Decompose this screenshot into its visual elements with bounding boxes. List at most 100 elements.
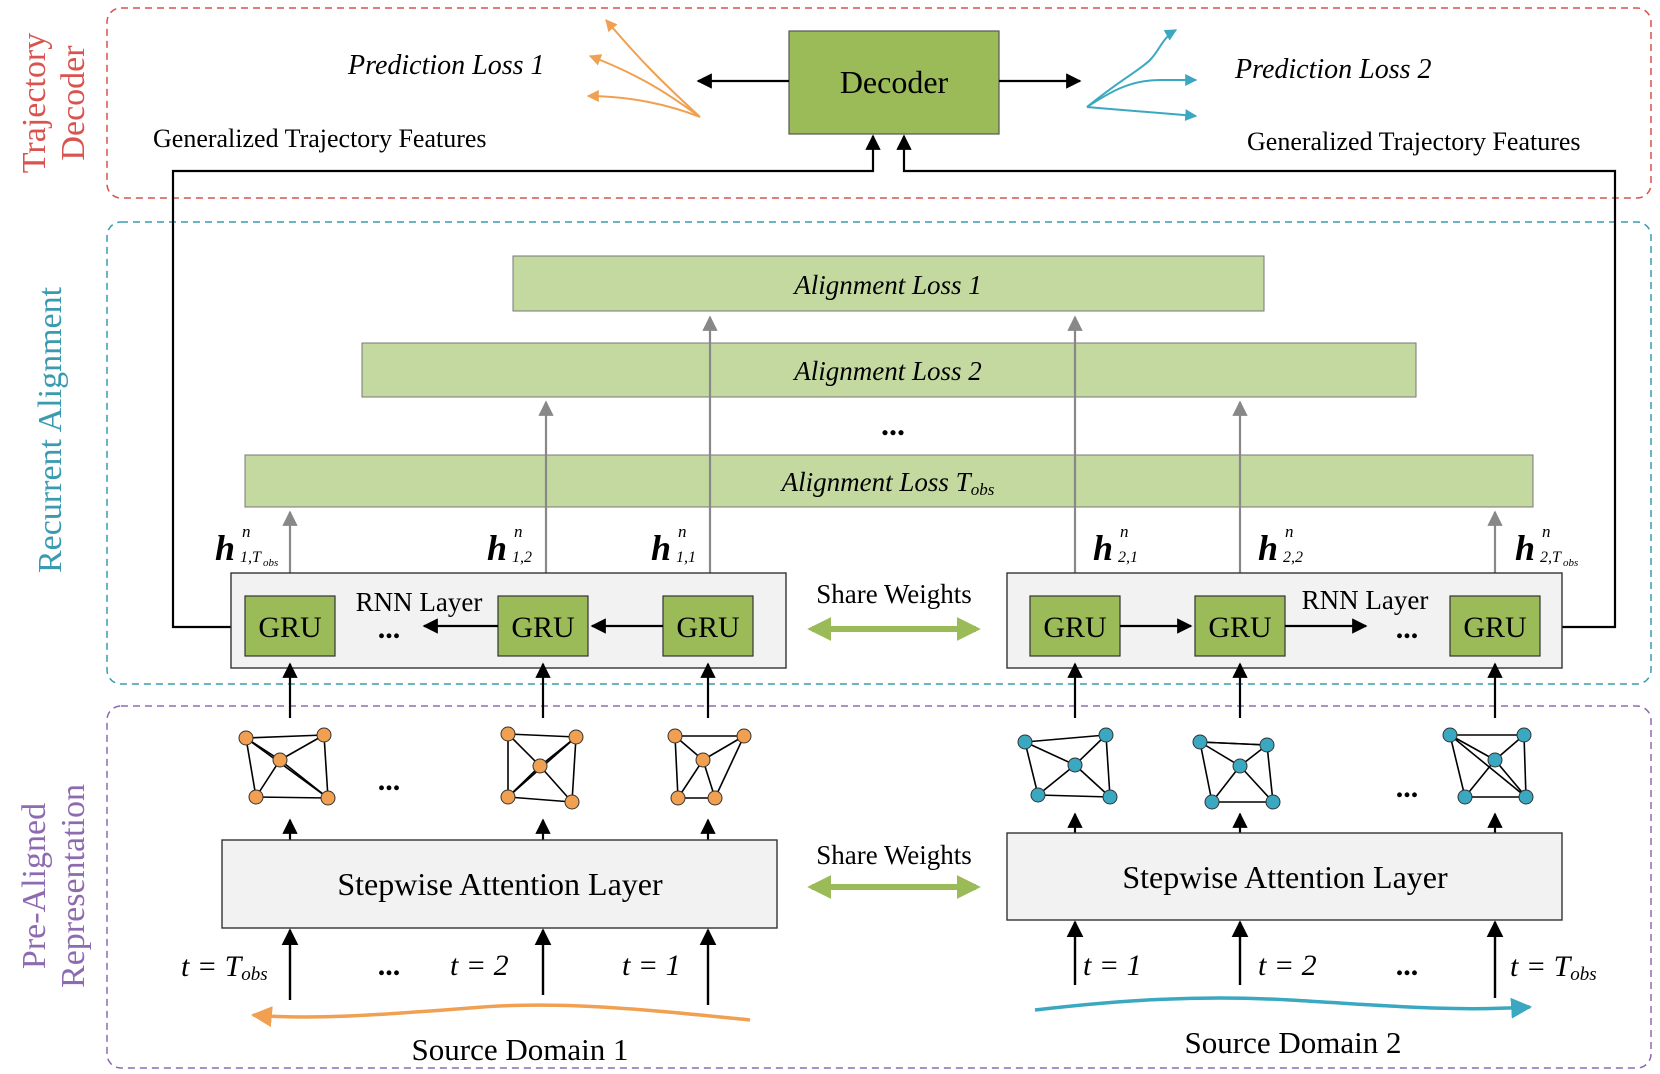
graph-node bbox=[272, 752, 288, 768]
source-domain-1-trajectory bbox=[250, 1003, 751, 1028]
hidden-state-subscript: 2,2 bbox=[1283, 549, 1303, 566]
graph-edge bbox=[1211, 765, 1241, 803]
graph-edge bbox=[507, 796, 573, 803]
graph-edge bbox=[1105, 734, 1111, 798]
share-weights-attention: Share Weights bbox=[816, 840, 972, 870]
graph-node bbox=[1232, 758, 1248, 774]
graph-edge bbox=[1449, 734, 1496, 761]
generalized-features-right: Generalized Trajectory Features bbox=[1247, 127, 1581, 156]
graph-left-ellipsis: ... bbox=[378, 764, 401, 797]
graph-node bbox=[1265, 794, 1281, 810]
prediction-loss-1: Prediction Loss 1 bbox=[347, 50, 545, 81]
gru-label: GRU bbox=[676, 611, 740, 644]
graph-edge bbox=[245, 737, 257, 798]
source-domain-2-trajectory bbox=[1034, 996, 1533, 1019]
time-label-left-t2: t = 2 bbox=[450, 949, 509, 982]
gru-group-right: GRU GRU GRU bbox=[1029, 595, 1541, 657]
gru-label: GRU bbox=[1463, 611, 1527, 644]
alignment-arrows bbox=[282, 315, 1503, 595]
hidden-state-label: h bbox=[1258, 528, 1278, 568]
alignment-loss-2-box bbox=[361, 342, 1417, 398]
graph-node bbox=[1192, 734, 1208, 750]
graph-edge bbox=[1266, 744, 1274, 803]
decoder-section-title-2: Decoder bbox=[55, 45, 92, 161]
hidden-state-subscript: 1,2 bbox=[512, 549, 532, 566]
graph-edge bbox=[1199, 741, 1268, 746]
hidden-state-superscript: n bbox=[678, 522, 687, 541]
gru-label: GRU bbox=[1043, 611, 1107, 644]
time-tobs-text-right: t = T bbox=[1510, 950, 1573, 983]
rnn-right-ellipsis: ... bbox=[1396, 612, 1419, 645]
source-domain-2-label: Source Domain 2 bbox=[1185, 1025, 1402, 1060]
graph-edge bbox=[539, 765, 573, 803]
prealigned-section-frame bbox=[106, 705, 1652, 1069]
right-feature-path bbox=[896, 134, 1617, 629]
time-tobs-text: t = T bbox=[181, 950, 244, 983]
generalized-features-left: Generalized Trajectory Features bbox=[153, 124, 487, 153]
attention-layer-label-right: Stepwise Attention Layer bbox=[1122, 859, 1448, 895]
prealigned-section-title-2: Representation bbox=[55, 784, 92, 988]
time-left-ellipsis: ... bbox=[378, 949, 401, 982]
graph-edge bbox=[507, 733, 577, 738]
alignment-loss-1: Alignment Loss 1 bbox=[792, 270, 982, 300]
graph-edge bbox=[1024, 734, 1107, 743]
hidden-state-subscript: 1,1 bbox=[676, 549, 696, 566]
graph-edge bbox=[255, 796, 329, 799]
attention-layer-label-left: Stepwise Attention Layer bbox=[337, 866, 663, 902]
graph-edge bbox=[1239, 765, 1274, 803]
graph-edge bbox=[1523, 734, 1527, 798]
time-label-right-t2: t = 2 bbox=[1258, 949, 1317, 982]
time-tobs-subscript-right: obs bbox=[1570, 964, 1596, 985]
decoder-section-title: Trajectory bbox=[16, 33, 53, 173]
decoder-box bbox=[788, 30, 1000, 135]
graph-node bbox=[1067, 757, 1083, 773]
graph-node bbox=[667, 728, 683, 744]
graph-node bbox=[695, 752, 711, 768]
scene-graph bbox=[500, 726, 584, 810]
graph-node bbox=[568, 729, 584, 745]
gru-group-left: GRU GRU GRU bbox=[244, 595, 754, 657]
hidden-state-subscript: 2,1 bbox=[1118, 549, 1138, 566]
prealigned-section-title: Pre-Aligned bbox=[16, 803, 53, 969]
graph-edge bbox=[1199, 741, 1213, 803]
hidden-state-label: h bbox=[215, 528, 235, 568]
alignment-ellipsis: ... bbox=[881, 406, 905, 442]
graph-node bbox=[736, 728, 752, 744]
hidden-state-label: h bbox=[487, 528, 507, 568]
graph-node bbox=[500, 726, 516, 742]
hidden-state-subscript-obs: obs bbox=[1563, 557, 1578, 569]
hidden-state-label: h bbox=[1515, 528, 1535, 568]
graph-node bbox=[320, 790, 336, 806]
alignment-loss-t-subscript: obs bbox=[971, 480, 995, 499]
graph-edge bbox=[1464, 759, 1496, 798]
gru-box bbox=[1194, 595, 1286, 657]
graph-node bbox=[1259, 737, 1275, 753]
graph-to-gru-arrows bbox=[282, 662, 1503, 718]
graph-edge bbox=[323, 734, 329, 799]
graph-node bbox=[1102, 789, 1118, 805]
graph-edge bbox=[702, 735, 745, 761]
prediction-loss-2: Prediction Loss 2 bbox=[1234, 54, 1432, 85]
teal-prediction-curves bbox=[1086, 29, 1198, 122]
hidden-state-superscript: n bbox=[242, 522, 251, 541]
rnn-left-ellipsis: ... bbox=[378, 612, 401, 645]
graph-node bbox=[1030, 787, 1046, 803]
graph-edge bbox=[1074, 764, 1111, 798]
attention-layer-right bbox=[1006, 832, 1563, 921]
left-feature-path bbox=[171, 134, 881, 629]
alignment-loss-1-box bbox=[512, 255, 1265, 312]
graph-node bbox=[532, 758, 548, 774]
hidden-state-subscript-obs: obs bbox=[263, 557, 278, 569]
source-domain-1-label: Source Domain 1 bbox=[412, 1032, 629, 1067]
hidden-state-superscript: n bbox=[514, 522, 523, 541]
share-weights-rnn: Share Weights bbox=[816, 579, 972, 609]
graph-edge bbox=[1449, 734, 1466, 798]
hidden-state-superscript: n bbox=[1120, 522, 1129, 541]
graph-node bbox=[238, 730, 254, 746]
scene-graph bbox=[1017, 727, 1118, 805]
scene-graph bbox=[667, 728, 752, 806]
alignment-loss-t: Alignment Loss Tobs bbox=[780, 467, 995, 499]
graph-edge bbox=[1449, 734, 1527, 798]
gru-label: GRU bbox=[258, 611, 322, 644]
